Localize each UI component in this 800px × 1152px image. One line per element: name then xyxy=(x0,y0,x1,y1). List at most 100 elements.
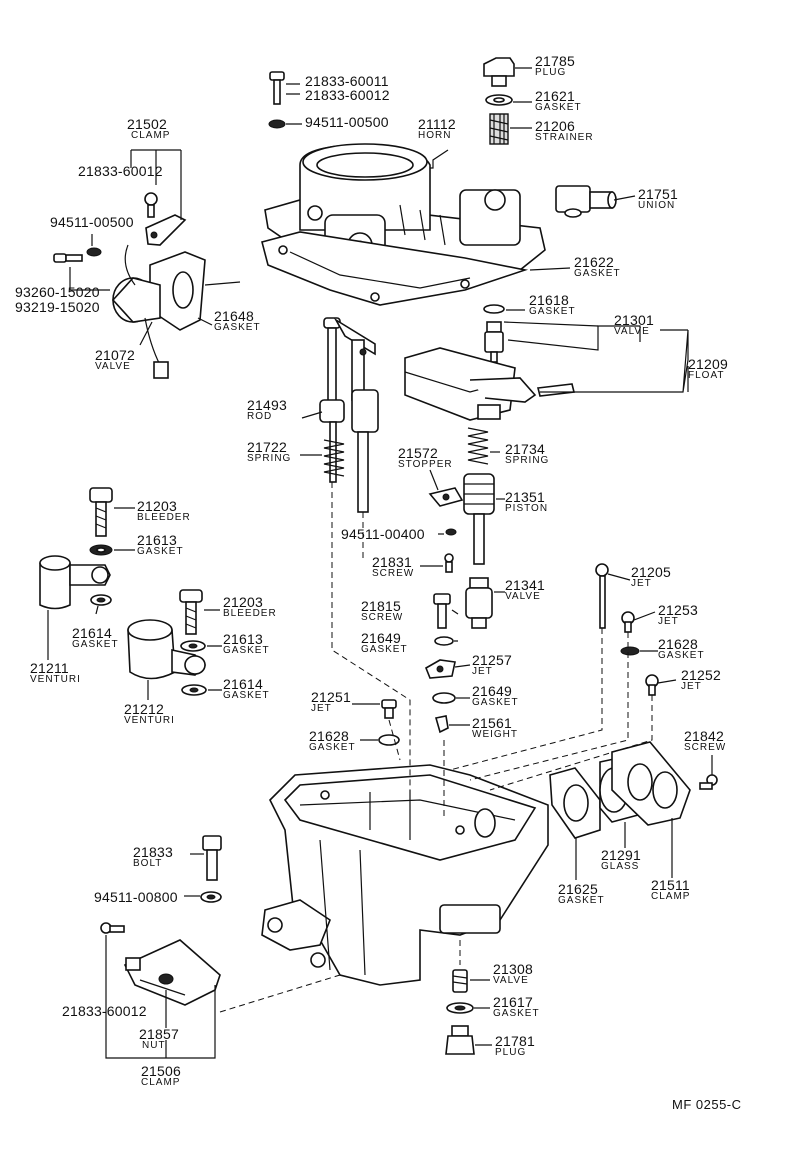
screw-21842-drawing xyxy=(699,774,718,790)
jet-21257-drawing xyxy=(424,659,456,679)
valve-21308-drawing xyxy=(452,969,468,993)
gasket-21613-lower-drawing xyxy=(180,640,206,652)
part-number: 21209 xyxy=(688,356,728,372)
part-name: SCREW xyxy=(684,742,727,753)
part-number: 21613 xyxy=(223,631,263,647)
part-number: 21833-60011 xyxy=(305,73,389,89)
part-number: 21257 xyxy=(472,652,512,668)
part-name: GASKET xyxy=(72,639,119,650)
part-name: VENTURI xyxy=(30,674,81,685)
gasket-21618-drawing xyxy=(483,304,505,314)
part-name: GASKET xyxy=(223,645,270,656)
installation-dash-lines xyxy=(219,482,653,1013)
leader-lines xyxy=(47,67,713,1059)
gasket-21614-upper-drawing xyxy=(90,594,112,606)
part-number: 21628 xyxy=(658,636,698,652)
part-number: 21833 xyxy=(133,844,173,860)
screw-21833-60012-bottom-drawing xyxy=(100,922,125,934)
weight-21561-drawing xyxy=(434,715,449,734)
part-name: VALVE xyxy=(614,326,650,337)
part-name: SPRING xyxy=(247,453,292,464)
gasket-21628-lower-drawing xyxy=(378,734,400,746)
gasket-21625-drawing xyxy=(549,767,601,839)
part-label-93260-15020: 93260-15020 xyxy=(15,285,100,299)
strainer-21206-drawing xyxy=(489,113,509,145)
valve-21072-drawing xyxy=(111,244,241,379)
part-number: 93260-15020 xyxy=(15,284,100,300)
gasket-21649-lower-drawing xyxy=(432,692,456,704)
part-number: 21831 xyxy=(372,554,412,570)
part-name: JET xyxy=(681,681,702,692)
part-label-94511-00500-top: 94511-00500 xyxy=(305,115,389,129)
part-number: 21781 xyxy=(495,1033,535,1049)
part-name: WEIGHT xyxy=(472,729,518,740)
jet-21252-drawing xyxy=(645,674,659,696)
carburetor-body-drawing xyxy=(261,764,549,986)
part-number: 21785 xyxy=(535,53,575,69)
part-name: CLAMP xyxy=(141,1077,181,1088)
part-number: 21308 xyxy=(493,961,533,977)
part-number: 21511 xyxy=(651,877,690,893)
part-number: 21561 xyxy=(472,715,512,731)
part-name: GASKET xyxy=(658,650,705,661)
part-number: 21833-60012 xyxy=(78,163,163,179)
part-number: 21072 xyxy=(95,347,135,363)
jet-21253-drawing xyxy=(621,611,635,633)
washer-94511-00800-drawing xyxy=(200,891,222,903)
part-label-21833-60012-top: 21833-60012 xyxy=(305,88,390,102)
part-number: 21205 xyxy=(631,564,671,580)
part-name: HORN xyxy=(418,130,452,141)
part-number: 21211 xyxy=(30,660,69,676)
part-label-94511-00500-left: 94511-00500 xyxy=(50,215,134,229)
air-horn-21112-drawing xyxy=(264,143,546,271)
part-number: 21203 xyxy=(137,498,177,514)
nut-21857-drawing xyxy=(158,973,174,985)
part-number: 21112 xyxy=(418,116,456,132)
part-number: 21206 xyxy=(535,118,575,134)
part-number: 21622 xyxy=(574,254,614,270)
part-number: 21252 xyxy=(681,667,721,683)
part-name: SCREW xyxy=(372,568,415,579)
venturi-21211-drawing xyxy=(39,555,111,610)
washer-94511-00400-drawing xyxy=(445,528,457,536)
part-number: 21203 xyxy=(223,594,263,610)
part-number: 21621 xyxy=(535,88,575,104)
part-name: SPRING xyxy=(505,455,550,466)
gasket-21628-upper-drawing xyxy=(620,646,640,656)
part-name: GASKET xyxy=(493,1008,540,1019)
part-label-93219-15020: 93219-15020 xyxy=(15,300,100,314)
screw-21833-60012-left-drawing xyxy=(144,192,158,218)
bleeder-21203-upper-drawing xyxy=(89,487,113,537)
part-name: BOLT xyxy=(133,858,163,869)
part-name: GASKET xyxy=(472,697,519,708)
spring-21734-drawing xyxy=(467,427,489,465)
part-number: 94511-00500 xyxy=(50,214,134,230)
gasket-21617-drawing xyxy=(446,1002,474,1014)
union-21751-drawing xyxy=(555,185,617,218)
part-number: 21493 xyxy=(247,397,287,413)
gasket-21613-upper-drawing xyxy=(89,544,113,556)
part-number: 94511-00400 xyxy=(341,526,425,542)
part-name: JET xyxy=(311,703,332,714)
